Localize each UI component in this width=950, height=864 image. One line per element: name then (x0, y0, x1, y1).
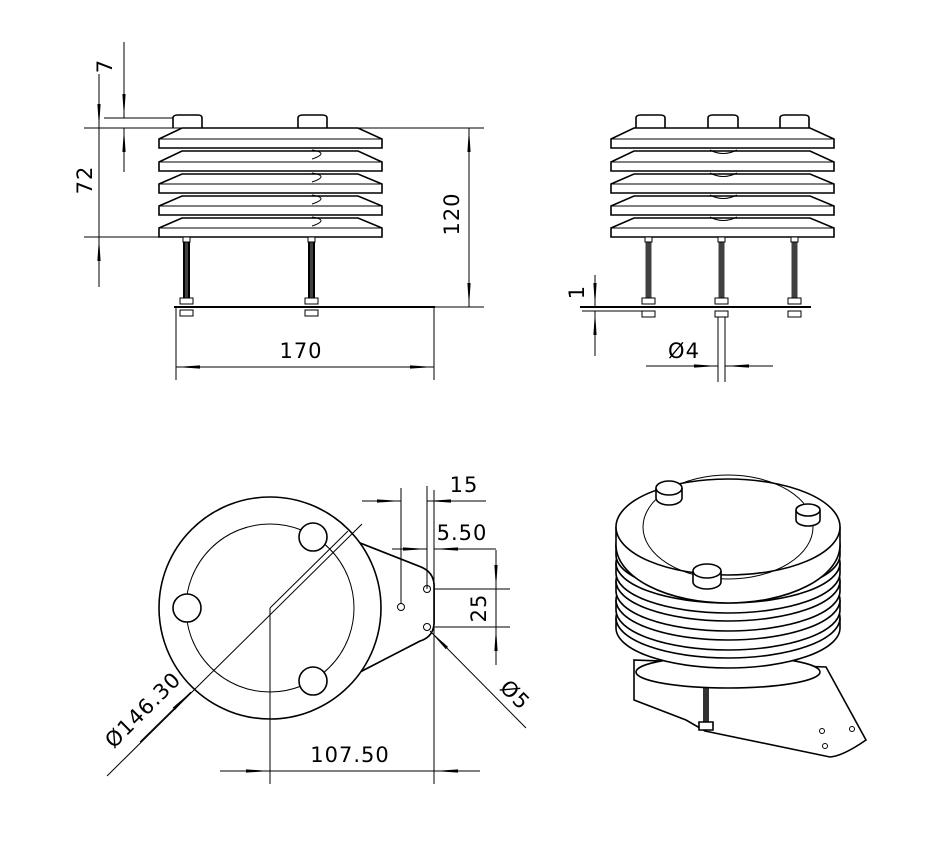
top-cap-1 (298, 522, 328, 552)
front-rods (179, 236, 319, 317)
dim-bracket-hole-offset: 15 (362, 473, 486, 560)
dim-rod-diameter-label: Ø4 (668, 339, 700, 363)
iso-caps (655, 480, 821, 590)
dim-plate-stack-label: 72 (73, 166, 97, 195)
dim-cap-thickness: 7 (84, 42, 484, 172)
dim-base-width: 170 (175, 307, 435, 380)
dim-total-height: 120 (435, 128, 484, 308)
dim-hole-diameter: Ø5 (429, 630, 535, 729)
dim-base-thickness-label: 1 (565, 285, 589, 299)
dim-bracket-hole-spacing-label: 25 (467, 594, 491, 623)
dim-plate-stack: 72 (73, 74, 159, 287)
dim-base-thickness: 1 (565, 275, 645, 356)
top-cap-2 (172, 593, 202, 623)
isometric-view (615, 474, 868, 758)
dim-center-to-bracket-label: 107.50 (310, 743, 389, 767)
dim-rod-diameter: Ø4 (646, 339, 773, 368)
side-louver-plates (610, 127, 835, 238)
dim-cap-thickness-label: 7 (93, 59, 117, 73)
front-louver-plates (158, 127, 383, 238)
side-view: 1 Ø4 (565, 114, 835, 382)
dim-bracket-edge: 5.50 (392, 521, 496, 551)
dim-bracket-hole-spacing: 25 (467, 550, 498, 665)
dim-bracket-hole-offset-label: 15 (450, 473, 479, 497)
top-hole-3 (423, 623, 431, 631)
top-cap-3 (298, 666, 328, 696)
dim-hole-diameter-label: Ø5 (495, 675, 535, 715)
side-rods (641, 236, 802, 382)
dim-bracket-edge-label: 5.50 (437, 521, 488, 545)
top-view: Ø146.30 107.50 15 5.50 25 (100, 473, 535, 784)
dim-total-height-label: 120 (440, 192, 464, 235)
iso-rod (703, 670, 709, 722)
dim-base-width-label: 170 (279, 339, 322, 363)
dim-center-to-bracket: 107.50 (220, 743, 480, 773)
top-hole-1 (397, 603, 405, 611)
front-view: 7 72 120 170 (73, 42, 484, 380)
